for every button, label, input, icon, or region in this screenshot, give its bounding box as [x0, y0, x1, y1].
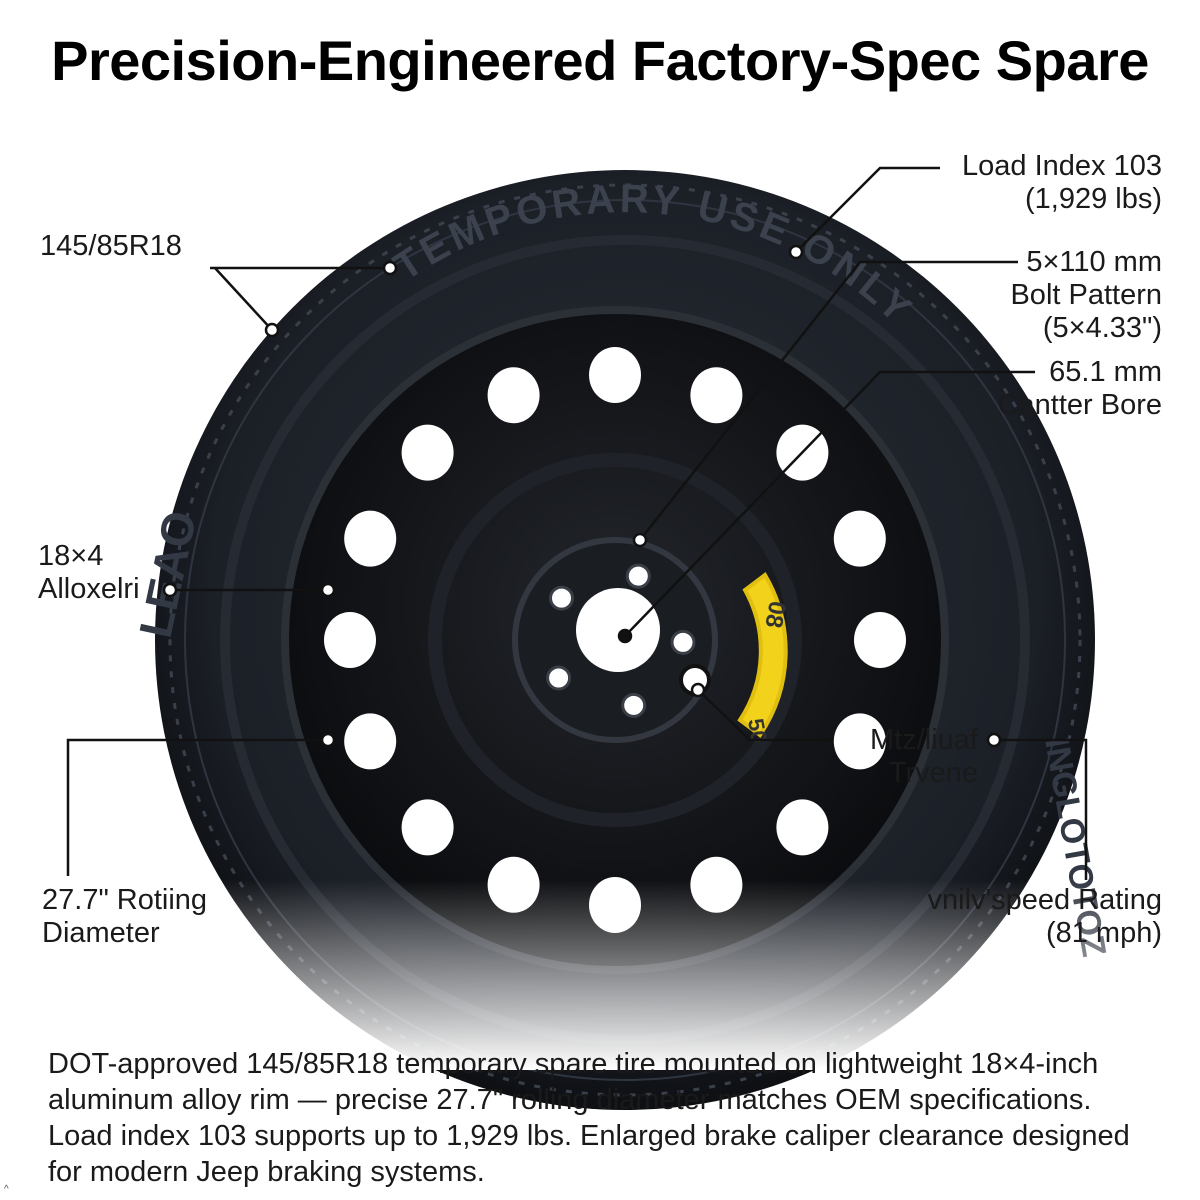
callout-valve-line1: Mtz/liuaf — [870, 724, 978, 756]
leader-dot — [264, 322, 280, 338]
callout-bolt-pattern: 5×110 mm Bolt Pattern (5×4.33") — [1010, 246, 1162, 345]
rim-vent-hole — [833, 510, 886, 567]
leader-dot — [320, 582, 336, 598]
callout-center-bore-line2: Cantter Bore — [997, 389, 1162, 421]
callout-rolling-diameter-line1: 27.7" Rotiing — [42, 884, 208, 916]
callout-rolling-diameter-line2: Diameter — [42, 917, 160, 949]
leader-tire-size-2 — [214, 267, 273, 331]
leader-dot — [320, 732, 336, 748]
rim-vent-hole — [401, 424, 454, 481]
callout-center-bore: 65.1 mm Cantter Bore — [998, 356, 1162, 422]
rim-vent-hole — [344, 713, 397, 770]
leader-lines — [66, 166, 1088, 880]
leader-speed-rating — [994, 738, 1088, 880]
leader-dot — [632, 532, 648, 548]
rim-vent-hole — [854, 612, 906, 668]
rim-vent-hole — [324, 612, 376, 668]
rim-inner-ring — [428, 453, 802, 827]
lug-hole — [546, 665, 572, 691]
leader-dot — [690, 682, 706, 698]
yellow-sticker — [737, 572, 788, 738]
rim-vent-hole — [401, 799, 454, 856]
callout-rolling-diameter: 27.7" Rotiing Diameter — [42, 884, 207, 950]
leader-dot — [617, 628, 633, 644]
rim-vent-hole — [833, 713, 886, 770]
callout-tire-size: 145/85R18 — [40, 230, 182, 263]
rim-vent-hole — [344, 510, 397, 567]
callout-speed-rating-line1: vnilv'speed Rating — [927, 884, 1162, 916]
callout-rim-line2: Alloxelri — [38, 573, 140, 605]
rim-vent-hole — [690, 367, 743, 424]
leader-dot — [382, 260, 398, 276]
callout-center-bore-line1: 65.1 mm — [1049, 356, 1162, 388]
rim-vent-hole — [487, 367, 540, 424]
leader-load-index — [795, 166, 940, 253]
callout-load-index-line1: Load Index 103 — [962, 150, 1162, 182]
description-line-4: for modern Jeep braking systems. — [48, 1156, 485, 1188]
leader-dot — [986, 732, 1002, 748]
rim-vent-hole — [776, 799, 829, 856]
leader-valve — [697, 689, 833, 742]
leader-rolling-diameter — [66, 738, 328, 876]
leader-center-bore — [624, 370, 1035, 637]
callout-bolt-pattern-line1: 5×110 mm — [1026, 246, 1162, 278]
lug-hole — [670, 629, 696, 655]
callout-rim: 18×4 Alloxelri — [38, 540, 140, 606]
callout-valve: Mtz/liuaf Trvene — [870, 724, 978, 790]
leader-dots — [162, 244, 1002, 748]
description-line-1: DOT-approved 145/85R18 temporary spare t… — [48, 1048, 1099, 1080]
callout-bolt-pattern-line3: (5×4.33") — [1042, 312, 1162, 344]
leader-dot — [788, 244, 804, 260]
product-description: DOT-approved 145/85R18 temporary spare t… — [48, 1046, 1188, 1190]
callout-valve-line2: Trvene — [888, 757, 978, 789]
leader-dot — [162, 582, 178, 598]
lug-hole — [621, 692, 647, 718]
bottom-fade — [0, 880, 1200, 1070]
callout-load-index: Load Index 103 (1,929 lbs) — [962, 150, 1162, 216]
callout-load-index-line2: (1,929 lbs) — [1024, 183, 1162, 215]
rim-vent-hole — [589, 347, 641, 403]
description-line-3: Load index 103 supports up to 1,929 lbs.… — [48, 1120, 1130, 1152]
corner-mark: ^ — [4, 1184, 9, 1195]
tread-groove — [168, 183, 1082, 1097]
lug-hole — [549, 585, 574, 611]
lug-hole — [625, 563, 651, 589]
callout-speed-rating-line2: (81 mph) — [1045, 917, 1162, 949]
center-bore — [576, 588, 660, 672]
tread-groove — [184, 199, 1066, 1081]
callout-speed-rating: vnilv'speed Rating (81 mph) — [928, 884, 1162, 950]
sticker-text-top: 08 — [759, 599, 790, 630]
callout-rim-line1: 18×4 — [38, 540, 104, 572]
page-title: Precision-Engineered Factory-Spec Spare — [51, 29, 1149, 92]
callout-tire-size-text: 145/85R18 — [40, 230, 182, 262]
description-line-2: aluminum alloy rim — precise 27.7" rolli… — [48, 1084, 1092, 1116]
lug-holes — [546, 563, 696, 718]
leader-bolt-pattern — [639, 260, 1018, 541]
callout-bolt-pattern-line2: Bolt Pattern — [1010, 279, 1162, 311]
